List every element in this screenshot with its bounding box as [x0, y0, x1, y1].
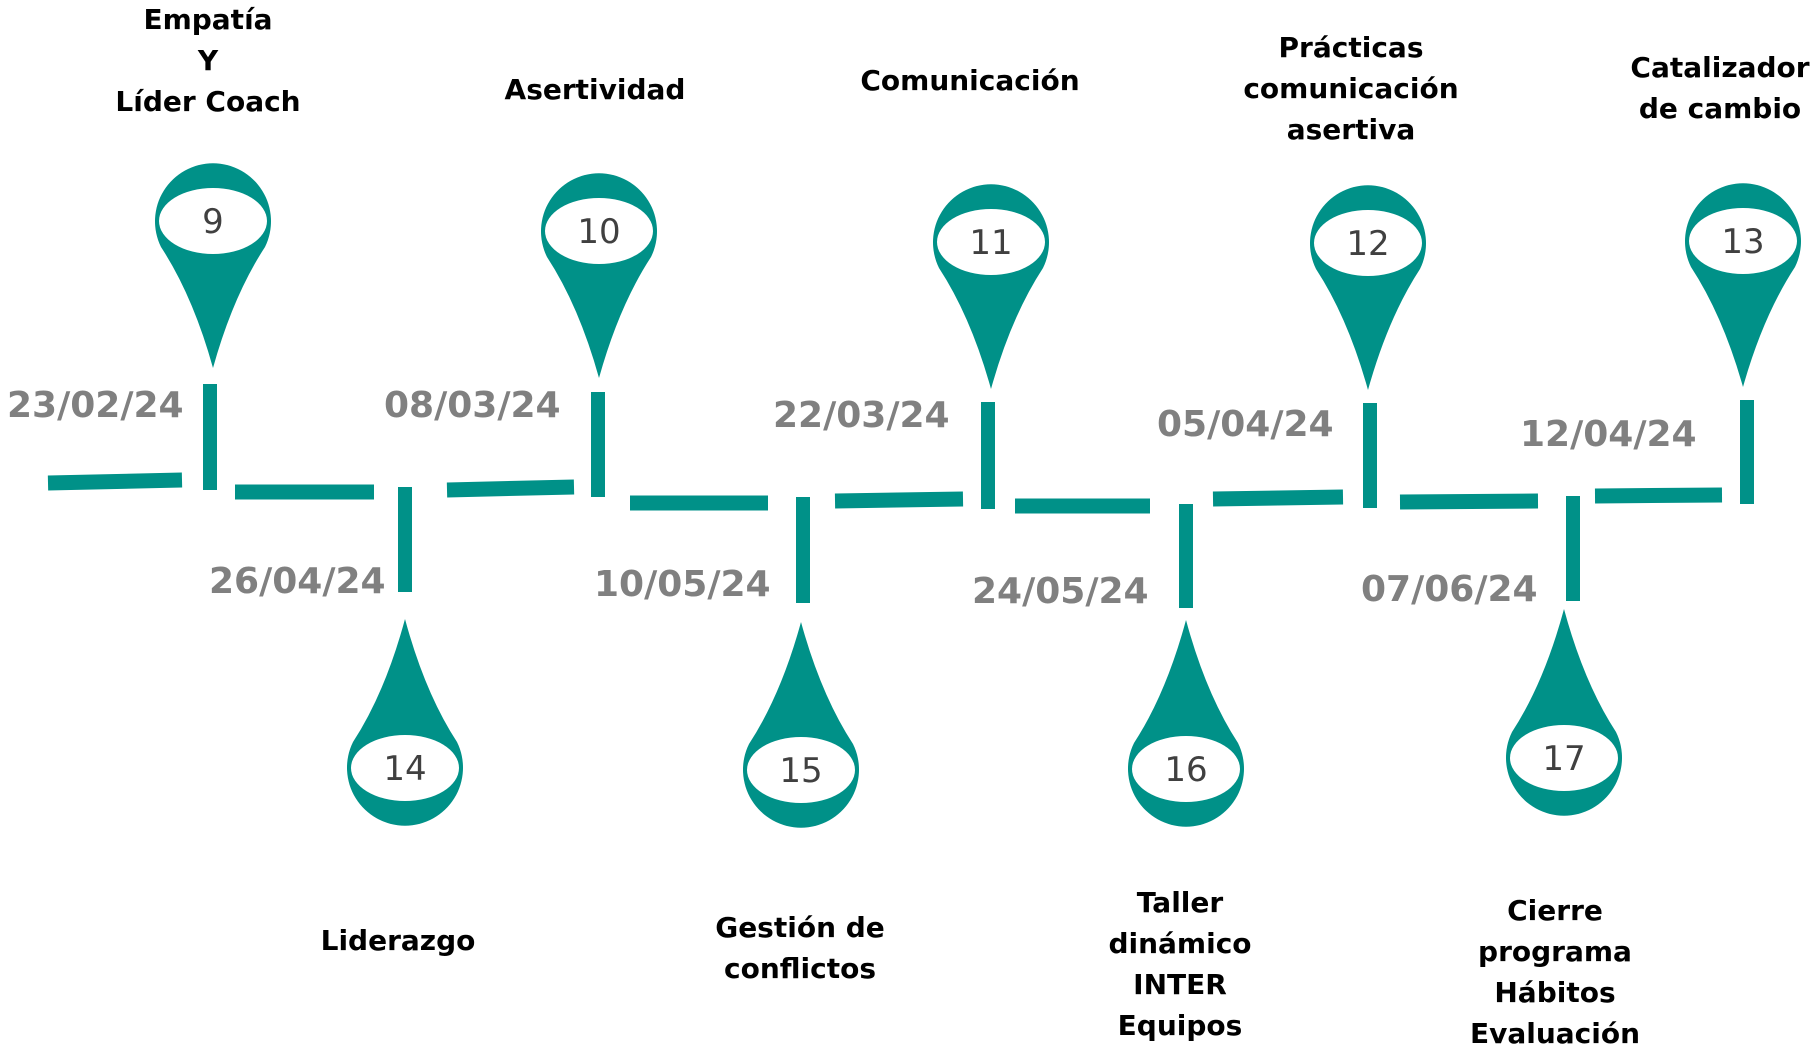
- label-event-9: Empatía Y Líder Coach: [115, 3, 301, 118]
- date-event-12: 05/04/24: [1157, 404, 1334, 445]
- marker-number: 17: [1542, 739, 1585, 779]
- marker-center: [159, 188, 267, 254]
- label-event-13: Catalizador de cambio: [1630, 51, 1810, 125]
- marker-number: 13: [1721, 222, 1764, 262]
- marker-10: 10: [541, 173, 657, 378]
- label-event-14: Liderazgo: [320, 924, 476, 957]
- date-event-14: 26/04/24: [209, 561, 386, 602]
- marker-number: 15: [779, 751, 822, 791]
- timeline-segment: [1594, 487, 1723, 504]
- timeline-segment: [47, 472, 183, 491]
- marker-center: [747, 737, 855, 803]
- label-event-16: Taller dinámico INTER Equipos: [1108, 886, 1252, 1042]
- timeline-segment: [1212, 489, 1344, 507]
- marker-17: 17: [1506, 609, 1623, 816]
- marker-center: [351, 735, 459, 801]
- label-event-11: Comunicación: [860, 64, 1080, 97]
- marker-number: 12: [1346, 224, 1389, 264]
- marker-center: [1510, 725, 1618, 791]
- date-event-11: 22/03/24: [773, 395, 950, 436]
- marker-12: 12: [1310, 185, 1426, 390]
- label-event-17: Cierre programa Hábitos Evaluación: [1469, 894, 1641, 1050]
- date-event-17: 07/06/24: [1361, 569, 1538, 610]
- marker-13: 13: [1685, 183, 1801, 387]
- marker-16: 16: [1128, 620, 1244, 827]
- marker-15: 15: [743, 622, 859, 828]
- marker-14: 14: [347, 619, 463, 826]
- marker-center: [1132, 736, 1240, 802]
- marker-11: 11: [933, 184, 1049, 389]
- label-event-15: Gestión de conflictos: [715, 911, 885, 985]
- marker-center: [545, 198, 653, 264]
- marker-number: 9: [202, 202, 224, 242]
- marker-number: 14: [383, 749, 426, 789]
- marker-number: 16: [1164, 750, 1207, 790]
- date-event-9: 23/02/24: [7, 385, 184, 426]
- date-event-15: 10/05/24: [594, 564, 771, 605]
- marker-number: 10: [577, 212, 620, 252]
- timeline-segment: [1399, 493, 1539, 510]
- timeline-segment: [446, 479, 575, 498]
- timeline-segment: [834, 491, 964, 509]
- date-event-13: 12/04/24: [1520, 414, 1697, 455]
- marker-number: 11: [969, 223, 1012, 263]
- label-event-10: Asertividad: [504, 73, 686, 106]
- marker-9: 9: [155, 163, 271, 368]
- label-event-12: Prácticas comunicación asertiva: [1243, 31, 1459, 146]
- marker-center: [937, 209, 1045, 275]
- marker-center: [1689, 208, 1797, 274]
- marker-center: [1314, 210, 1422, 276]
- date-event-16: 24/05/24: [972, 571, 1149, 612]
- date-event-10: 08/03/24: [384, 385, 561, 426]
